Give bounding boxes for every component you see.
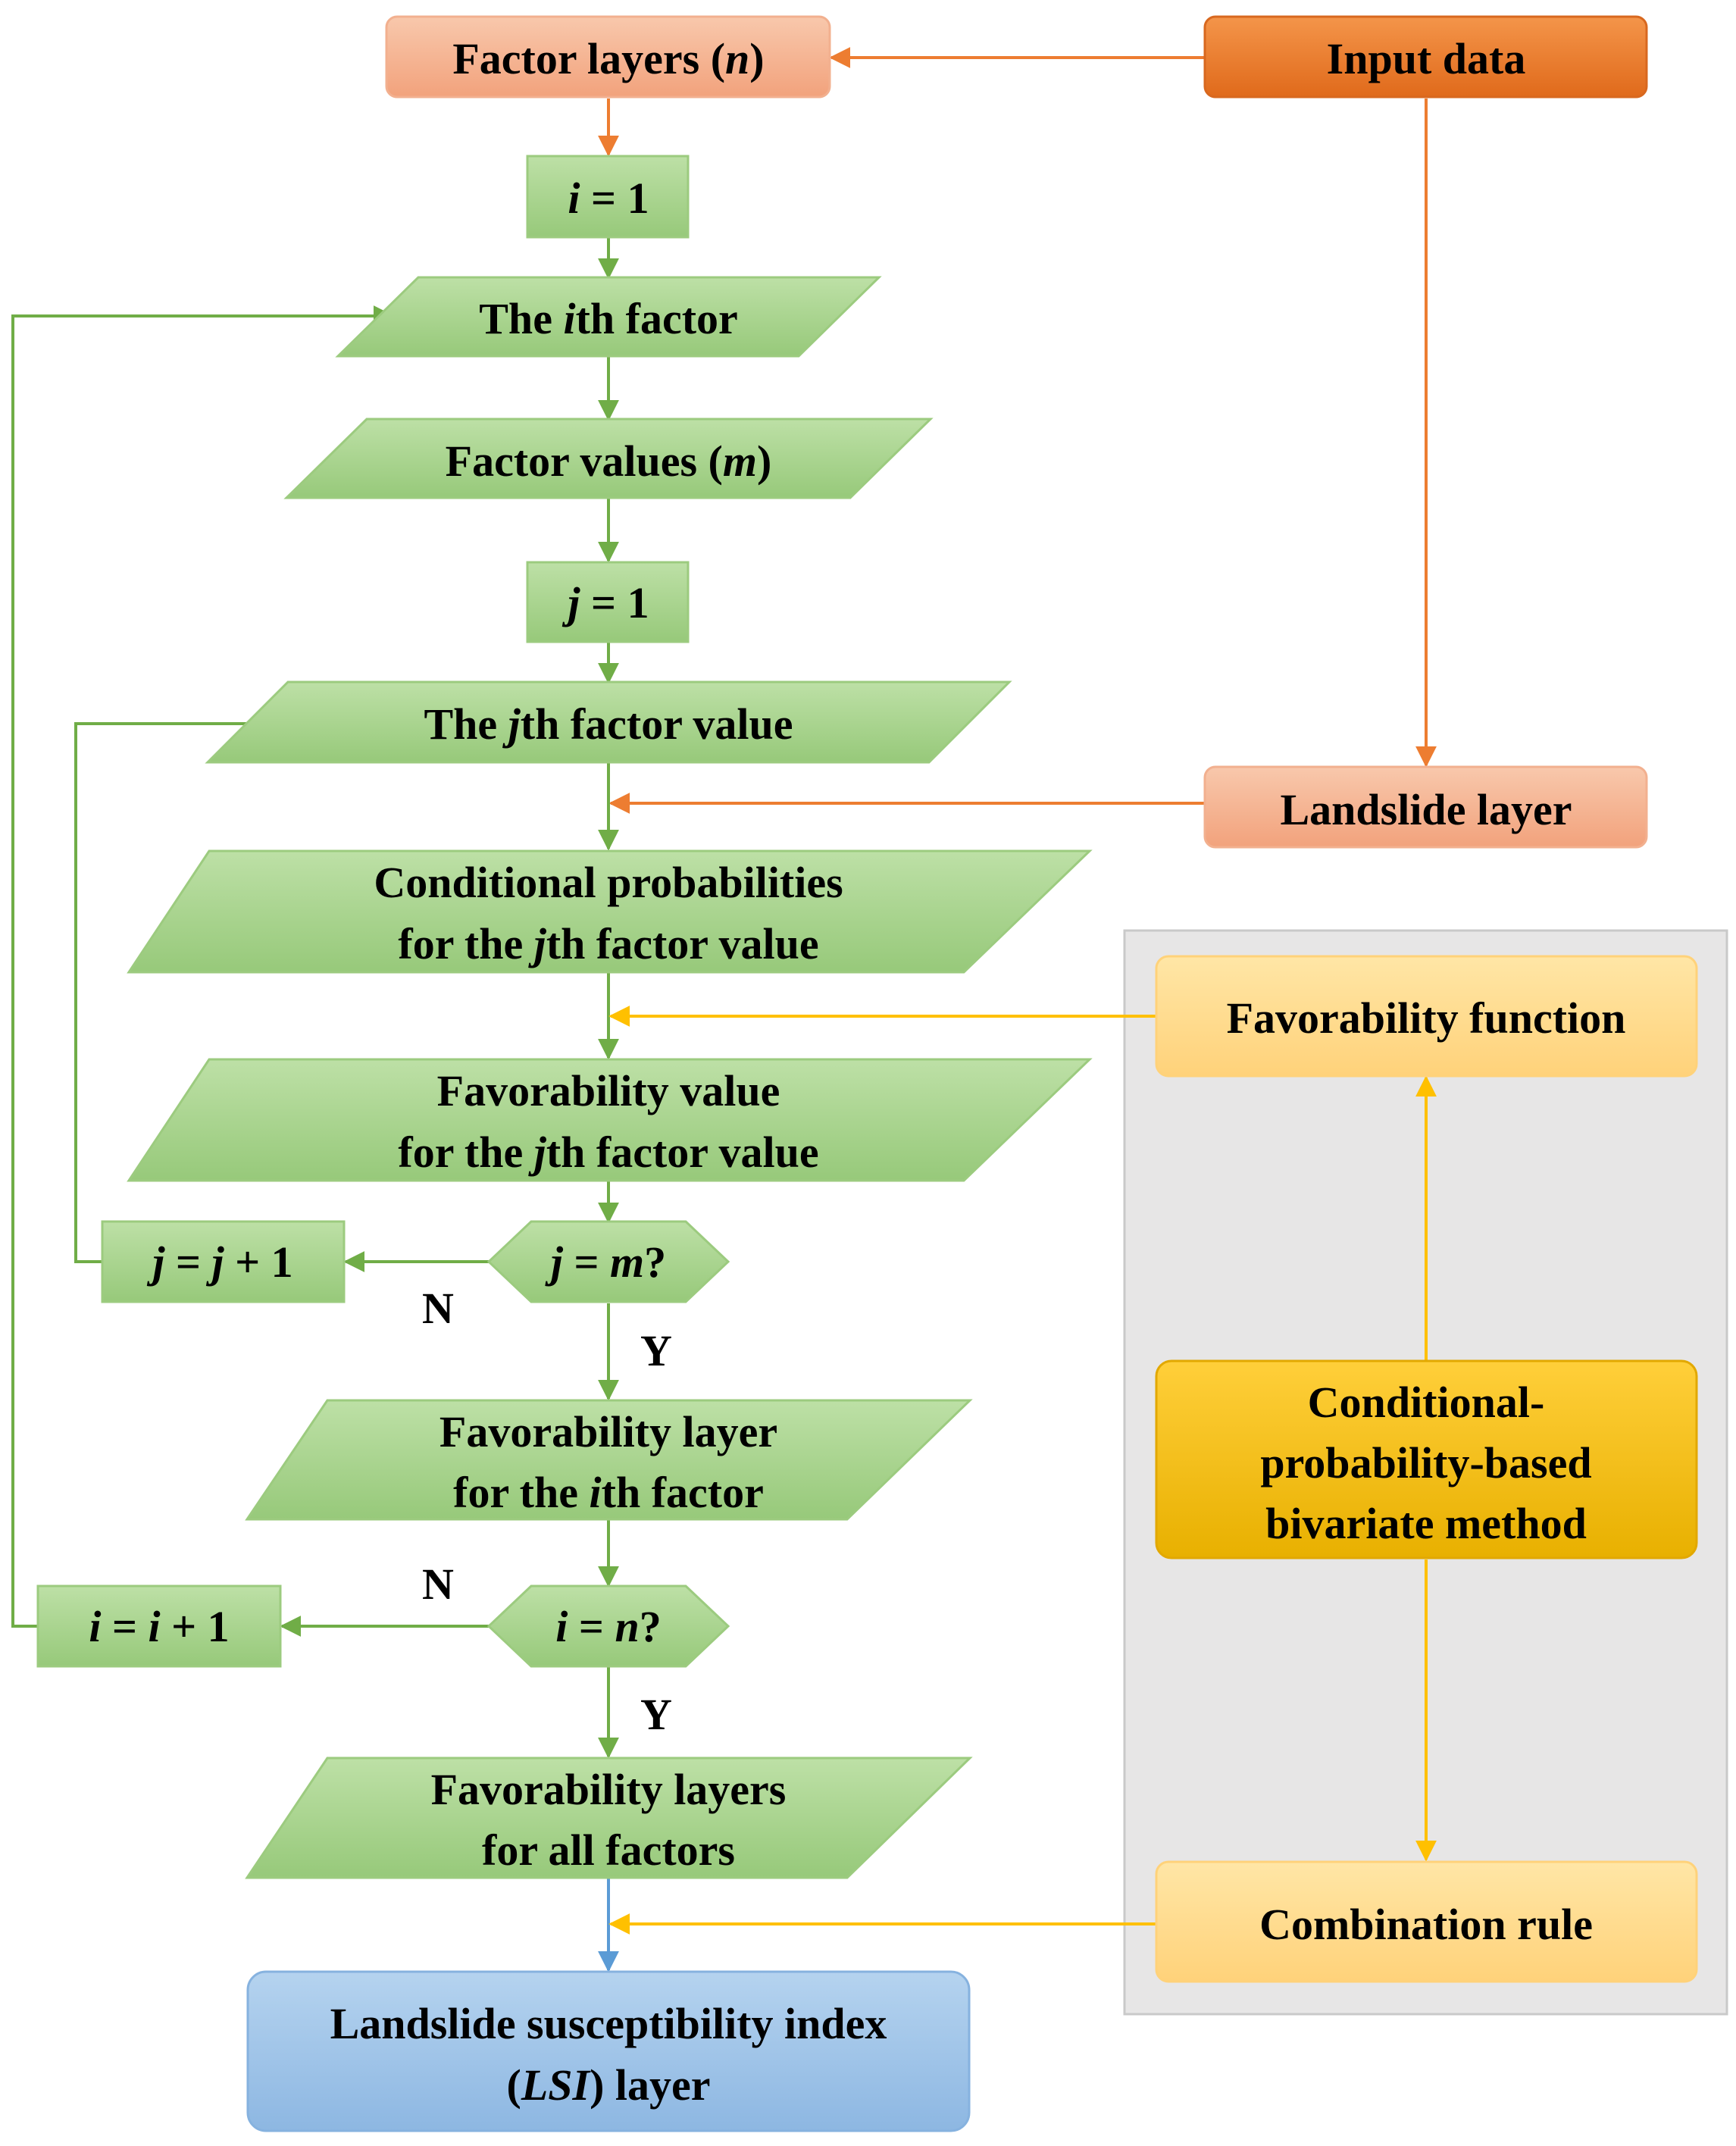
- ith-factor-text-a: The: [479, 294, 563, 343]
- cond-prob-text-a: for the: [398, 919, 533, 968]
- i-inc-var-b: i: [149, 1602, 161, 1651]
- factor-values-var: m: [723, 436, 757, 486]
- fav-layer-line1: Favorability layer: [439, 1407, 777, 1456]
- fav-layer-text-a: for the: [453, 1468, 589, 1517]
- j-check-eq: =: [563, 1237, 610, 1287]
- svg-text:Factor layers (n): Factor layers (n): [452, 34, 764, 83]
- ith-factor-text-b: th factor: [576, 294, 738, 343]
- method-line3: bivariate method: [1265, 1499, 1587, 1548]
- node-fav-layer: Favorability layer for the ith factor: [245, 1399, 973, 1521]
- input-data-label: Input data: [1327, 34, 1526, 83]
- svg-text:for the jth factor value: for the jth factor value: [398, 1128, 818, 1177]
- i-check-var-b: n: [615, 1602, 639, 1651]
- i-inc-plus: + 1: [161, 1602, 230, 1651]
- fav-layer-text-b: th factor: [602, 1468, 764, 1517]
- combination-rule-label: Combination rule: [1259, 1900, 1593, 1949]
- svg-text:i = n?: i = n?: [555, 1602, 661, 1651]
- arrow-i-inc-loop-back: [11, 305, 395, 1628]
- factor-values-text-a: Factor values (: [446, 436, 723, 486]
- branch-label-no-j: N: [422, 1284, 454, 1333]
- svg-text:(LSI) layer: (LSI) layer: [506, 2060, 710, 2110]
- node-i-check: i = n?: [486, 1584, 730, 1668]
- node-factor-values: Factor values (m): [283, 418, 934, 499]
- node-lsi-layer: Landslide susceptibility index (LSI) lay…: [246, 1970, 971, 2132]
- lsi-text-a: (: [506, 2060, 521, 2110]
- svg-text:j = 1: j = 1: [561, 578, 649, 627]
- fav-layers-line1: Favorability layers: [431, 1765, 787, 1814]
- method-line2: probability-based: [1260, 1438, 1591, 1487]
- factor-layers-text-b: ): [749, 34, 764, 83]
- svg-text:The jth factor value: The jth factor value: [424, 699, 793, 749]
- svg-text:for the ith factor: for the ith factor: [453, 1468, 764, 1517]
- i-inc-eq: =: [101, 1602, 148, 1651]
- fav-value-text-b: th factor value: [546, 1128, 819, 1177]
- i-init-text: = 1: [580, 174, 649, 223]
- fav-layer-var: i: [590, 1468, 602, 1517]
- arrow-j-inc-loop-back: [74, 713, 290, 1263]
- jth-value-text-b: th factor value: [521, 699, 793, 749]
- factor-layers-var: n: [725, 34, 749, 83]
- i-check-q: ?: [640, 1602, 662, 1651]
- node-i-init: i = 1: [526, 155, 690, 239]
- node-cond-prob: Conditional probabilities for the jth fa…: [127, 849, 1093, 974]
- factor-layers-text-a: Factor layers (: [452, 34, 725, 83]
- i-init-var: i: [568, 174, 580, 223]
- branch-label-yes-j: Y: [640, 1326, 672, 1375]
- node-j-inc: j = j + 1: [101, 1220, 346, 1303]
- cond-prob-text-b: th factor value: [546, 919, 819, 968]
- svg-text:i = i + 1: i = i + 1: [89, 1602, 229, 1651]
- lsi-var: LSI: [521, 2060, 592, 2110]
- svg-text:i = 1: i = 1: [568, 174, 649, 223]
- i-check-eq: =: [568, 1602, 615, 1651]
- method-line1: Conditional-: [1308, 1378, 1545, 1427]
- svg-text:j = m?: j = m?: [545, 1237, 666, 1287]
- i-check-var-a: i: [555, 1602, 568, 1651]
- fav-layers-line2: for all factors: [482, 1825, 735, 1875]
- ith-factor-var: i: [563, 294, 575, 343]
- svg-text:Factor values (m): Factor values (m): [446, 436, 772, 486]
- svg-text:j = j + 1: j = j + 1: [146, 1237, 292, 1287]
- node-input-data: Input data: [1203, 15, 1648, 99]
- node-fav-value: Favorability value for the jth factor va…: [127, 1058, 1093, 1182]
- node-i-inc: i = i + 1: [36, 1584, 282, 1668]
- landslide-layer-label: Landslide layer: [1280, 785, 1572, 834]
- node-fav-layers-all: Favorability layers for all factors: [245, 1757, 973, 1879]
- branch-label-no-i: N: [422, 1559, 454, 1609]
- node-j-check: j = m?: [486, 1220, 730, 1303]
- fav-function-label: Favorability function: [1227, 993, 1626, 1043]
- jth-value-text-a: The: [424, 699, 508, 749]
- j-inc-eq: =: [164, 1237, 211, 1287]
- branch-label-yes-i: Y: [640, 1690, 672, 1739]
- cond-prob-line1: Conditional probabilities: [374, 858, 843, 907]
- j-inc-plus: + 1: [224, 1237, 293, 1287]
- node-factor-layers: Factor layers (n): [385, 15, 831, 99]
- node-fav-function: Favorability function: [1155, 955, 1698, 1078]
- j-check-q: ?: [644, 1237, 666, 1287]
- j-init-text: = 1: [580, 578, 649, 627]
- svg-text:for the jth factor value: for the jth factor value: [398, 919, 818, 968]
- factor-values-text-b: ): [757, 436, 771, 486]
- node-jth-value: The jth factor value: [205, 680, 1012, 764]
- node-ith-factor: The ith factor: [335, 276, 882, 358]
- node-landslide-layer: Landslide layer: [1203, 765, 1648, 849]
- fav-value-line1: Favorability value: [437, 1066, 780, 1115]
- lsi-text-b: ) layer: [590, 2060, 710, 2110]
- i-inc-var-a: i: [89, 1602, 101, 1651]
- node-j-init: j = 1: [526, 561, 690, 643]
- node-method: Conditional- probability-based bivariate…: [1155, 1359, 1698, 1559]
- lsi-line1: Landslide susceptibility index: [330, 1999, 887, 2048]
- fav-value-text-a: for the: [398, 1128, 533, 1177]
- connectors: [11, 47, 1437, 1972]
- svg-text:The ith factor: The ith factor: [479, 294, 738, 343]
- node-combination-rule: Combination rule: [1155, 1860, 1698, 1983]
- j-check-var-b: m: [610, 1237, 644, 1287]
